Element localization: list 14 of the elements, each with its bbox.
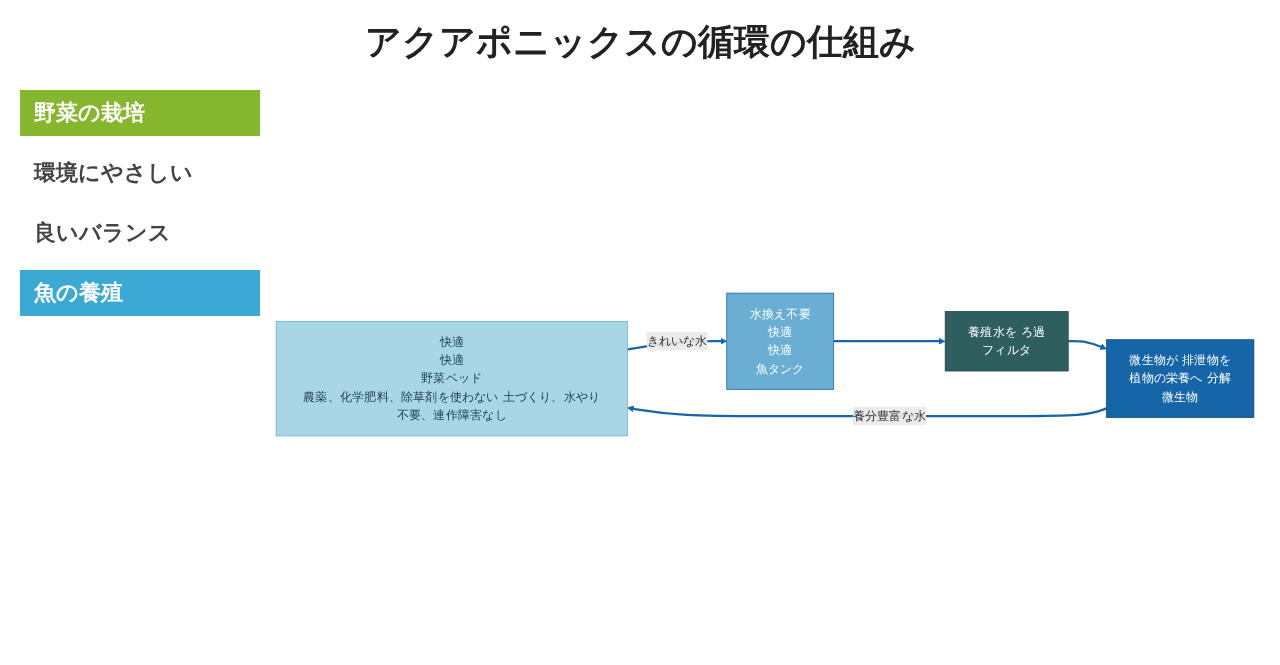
note-text: 良いバランス bbox=[33, 219, 172, 247]
edge-label: 養分豊富な水 bbox=[852, 408, 927, 424]
node-box bbox=[726, 293, 835, 391]
diagram-title: アクアポニックスの循環の仕組み bbox=[363, 20, 917, 64]
cycle-diagram: きれいな水 養分豊富な水 快適 快適 野菜ベッド 農薬、化学肥料、除草剤を使わない 土づくり、水やり不要、連作障害なし 水換え不要 快適 快適 魚タンク 養殖水を ろ過 フィルタ 微生物が 排泄物を 植物の栄養へ 分解 微生物 bbox=[270, 287, 1260, 443]
node-box bbox=[275, 321, 628, 437]
edge-label: きれいな水 bbox=[646, 334, 708, 349]
node-box bbox=[1106, 339, 1255, 419]
section-banner: 魚の養殖 bbox=[20, 270, 260, 316]
note-text: 環境にやさしい bbox=[32, 159, 194, 187]
arrow bbox=[1068, 340, 1107, 351]
node-box bbox=[944, 311, 1069, 372]
arrow bbox=[833, 338, 946, 346]
section-banner: 野菜の栽培 bbox=[20, 90, 260, 136]
